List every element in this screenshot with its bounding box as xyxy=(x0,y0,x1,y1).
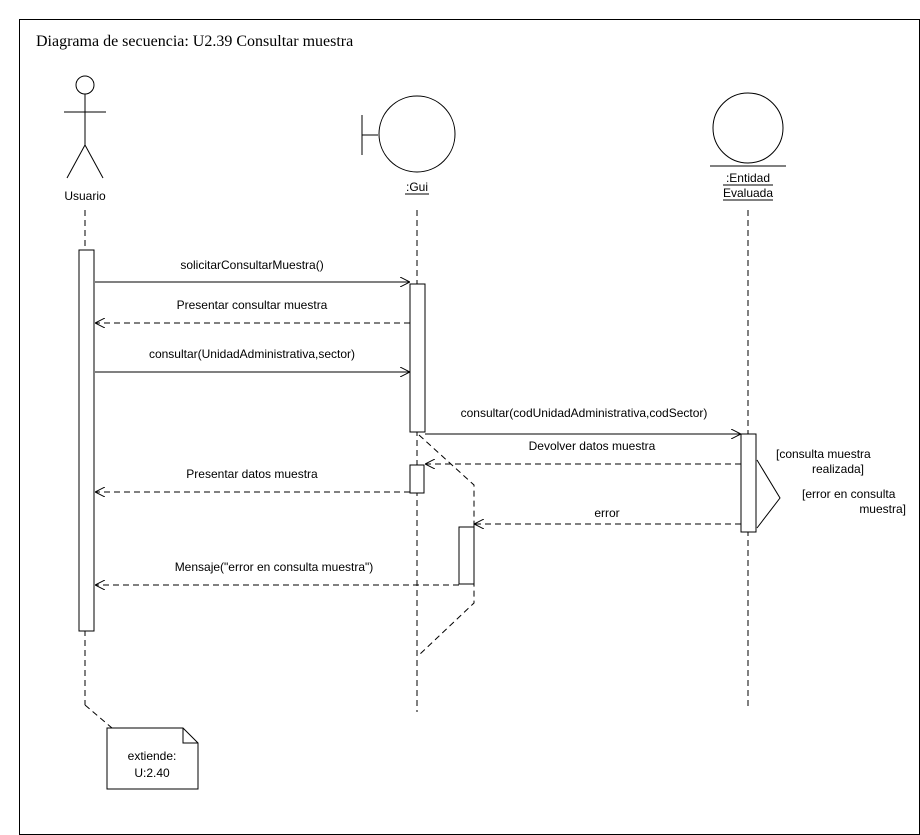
guard-2-line-1: [error en consulta xyxy=(802,487,896,501)
message-5-label: Devolver datos muestra xyxy=(529,439,656,453)
entity-entidad-evaluada: :Entidad Evaluada xyxy=(710,92,786,201)
note-line-2: U:2.40 xyxy=(134,766,170,780)
message-2-label: Presentar consultar muestra xyxy=(177,298,328,312)
note-extiende: extiende: U:2.40 xyxy=(106,727,199,790)
activation-gui-error xyxy=(458,526,475,585)
activation-usuario xyxy=(78,249,95,632)
message-8-label: Mensaje("error en consulta muestra") xyxy=(175,560,374,574)
participant-entidad-label-2: Evaluada xyxy=(723,186,773,200)
entity-branch-chevron xyxy=(756,459,781,529)
diagram-title: Diagrama de secuencia: U2.39 Consultar m… xyxy=(36,33,353,50)
guard-2-line-2: muestra] xyxy=(859,502,906,516)
message-4-label: consultar(codUnidadAdministrativa,codSec… xyxy=(461,406,708,420)
message-1-label: solicitarConsultarMuestra() xyxy=(180,258,323,272)
activation-entidad xyxy=(740,433,757,533)
diagram-frame xyxy=(19,19,920,835)
participant-usuario-label: Usuario xyxy=(64,189,106,203)
note-line-1: extiende: xyxy=(128,749,177,763)
note-connector xyxy=(84,704,113,729)
boundary-gui: :Gui xyxy=(361,95,456,195)
actor-usuario: Usuario xyxy=(64,75,106,203)
boundary-icon xyxy=(378,95,456,173)
participant-entidad-label-1: :Entidad xyxy=(726,171,770,185)
message-6-label: Presentar datos muestra xyxy=(186,467,318,481)
activation-gui xyxy=(409,283,426,433)
alt-region-outline xyxy=(418,434,475,656)
message-3-label: consultar(UnidadAdministrativa,sector) xyxy=(149,347,355,361)
actor-head xyxy=(75,75,95,95)
message-7-label: error xyxy=(594,506,619,520)
guard-1-line-2: realizada] xyxy=(812,462,864,476)
participant-gui-label: :Gui xyxy=(406,180,428,194)
entity-icon xyxy=(712,92,784,164)
guard-1-line-1: [consulta muestra xyxy=(776,447,871,461)
activation-gui-return xyxy=(409,464,425,494)
